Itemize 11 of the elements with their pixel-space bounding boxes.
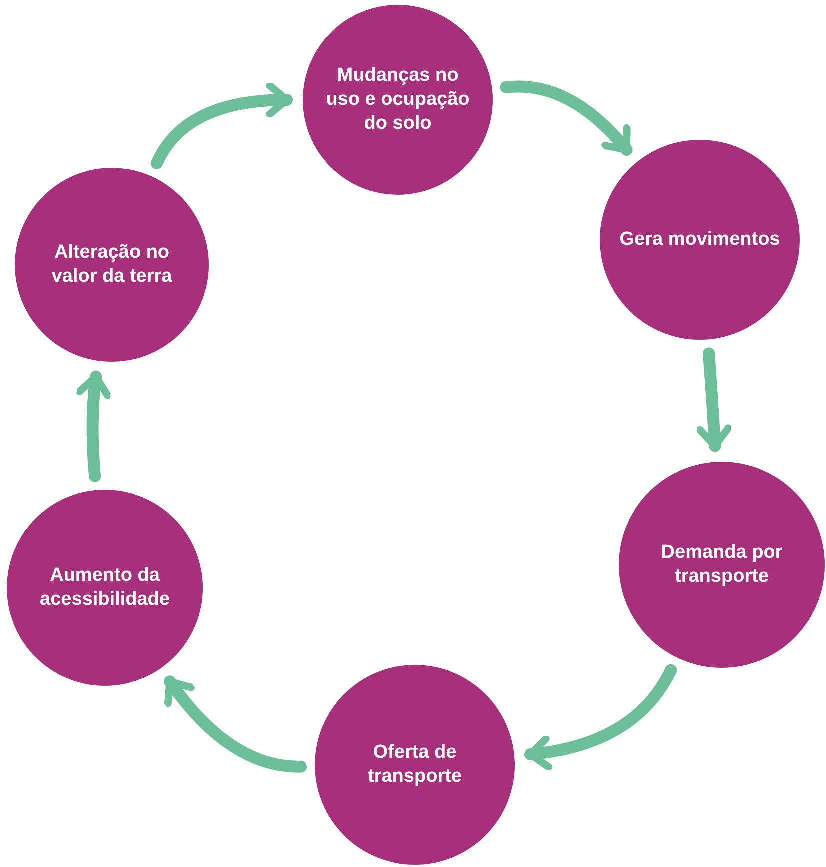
node-label: Oferta de transporte <box>367 741 463 789</box>
cycle-arrow <box>150 82 293 170</box>
cycle-arrow <box>500 80 633 156</box>
node-label: Alteração no valor da terra <box>50 241 174 289</box>
cycle-arrow <box>76 370 112 482</box>
node-label: Aumento da acessibilidade <box>39 564 171 612</box>
node-label: Mudanças no uso e ocupação do solo <box>325 64 471 136</box>
cycle-arrow <box>524 664 678 770</box>
node-label: Demanda por transporte <box>660 541 784 589</box>
node-label: Gera movimentos <box>620 228 780 252</box>
cycle-arrow <box>696 348 732 452</box>
